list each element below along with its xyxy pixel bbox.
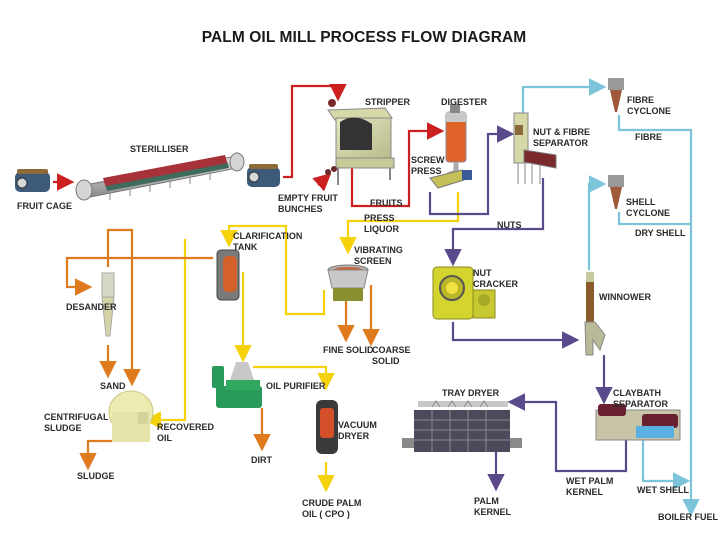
label-tray-dryer: TRAY DRYER [442,388,500,398]
label-coarse-solid: COARSE SOLID [372,345,411,366]
label-screw-press: SCREW PRESS [411,155,445,176]
steriliser-icon[interactable] [75,152,245,201]
label-fine-solid: FINE SOLID [323,345,374,355]
fruit-cage-out-icon [247,164,280,187]
vacuum-dryer-icon[interactable] [316,400,338,454]
label-fibre: FIBRE [635,132,662,142]
label-palm-kernel: PALM KERNEL [474,496,512,517]
flow-separator-nuts-to-cracker [444,178,545,267]
nut-cracker-icon[interactable] [432,266,496,320]
flow-shell-cyclone-out [617,212,691,226]
label-sand: SAND [100,381,126,391]
flow-centrifuge-to-sludge [79,439,112,471]
tray-dryer-icon[interactable] [402,400,522,452]
label-dry-shell: DRY SHELL [635,228,686,238]
centrifugal-sludge-icon[interactable] [108,390,154,442]
label-empty-fruit-bunches: EMPTY FRUIT BUNCHES [278,193,338,214]
label-nuts: NUTS [497,220,522,230]
flow-fibre-cyclone-out [617,115,700,517]
label-fruits: FRUITS [370,198,403,208]
label-vibrating-screen: VIBRATING SCREEN [354,245,403,266]
label-vacuum-dryer: VACUUM DRYER [338,420,377,441]
label-sludge: SLUDGE [77,471,115,481]
flow-steriliser-to-stripper [283,83,347,179]
label-steriliser: STERILLISER [130,144,189,154]
fibre-cyclone-icon[interactable] [608,78,624,112]
screw-press-icon[interactable] [429,169,472,189]
label-oil-purifier: OIL PURIFIER [266,381,326,391]
fibre-shell-flow-lines [521,78,700,517]
label-shell-cyclone: SHELL CYCLONE [626,197,671,218]
label-fibre-cyclone: FIBRE CYCLONE [627,95,672,116]
shell-cyclone-icon[interactable] [608,175,624,209]
flow-clarification-to-desander [65,256,213,296]
fruit-flow-lines [53,83,445,208]
label-winnower: WINNOWER [599,292,651,302]
liquor-flow-lines [143,192,460,493]
oil-purifier-icon[interactable] [212,362,262,408]
flow-press-liquor-to-vibrating-screen [339,192,460,255]
label-fruit-cage: FRUIT CAGE [17,201,72,211]
label-stripper: STRIPPER [365,97,411,107]
flow-press-to-nut-fibre-separator [428,125,515,216]
digester-icon[interactable] [445,104,467,178]
label-nut-cracker: NUT CRACKER [473,268,518,289]
sludge-flow-lines [65,228,380,471]
fruit-cage-icon[interactable] [15,169,50,192]
label-press-liquor: PRESS LIQUOR [364,213,399,234]
label-boiler-fuel: BOILER FUEL [658,512,718,522]
flow-recovered-oil [143,239,187,429]
label-claybath-separator: CLAYBATH SEPARATOR [613,388,669,409]
winnower-icon[interactable] [584,272,606,356]
flow-claybath-to-tray-dryer [507,393,628,473]
clarification-tank-icon[interactable] [216,249,240,301]
label-desander: DESANDER [66,302,117,312]
flow-stripper-fruits-to-digester [350,122,445,208]
stripper-icon[interactable] [325,99,395,185]
flow-vibrating-screen-to-clarification [220,224,326,316]
label-digester: DIGESTER [441,97,488,107]
desander-icon[interactable] [101,272,115,337]
label-centrifugal-sludge: CENTRIFUGAL SLUDGE [44,412,109,433]
flow-desander-top-loop [106,228,141,387]
claybath-separator-icon[interactable] [595,404,681,441]
label-nut-fibre-separator: NUT & FIBRE SEPARATOR [533,127,590,148]
label-crude-palm-oil: CRUDE PALM OIL ( CPO ) [302,498,362,519]
nut-fibre-separator-icon[interactable] [513,112,557,184]
flow-purifier-to-vacuum-dryer [253,365,335,391]
vibrating-screen-icon[interactable] [327,264,369,301]
flow-separator-to-fibre-cyclone [521,78,607,113]
flow-empty-bunches [312,173,332,192]
label-wet-shell: WET SHELL [637,485,689,495]
flow-cracker-to-winnower [451,322,580,349]
nut-flow-lines [428,125,628,492]
label-dirt: DIRT [251,455,272,465]
flow-claybath-wet-shell [641,438,691,490]
diagram-title: PALM OIL MILL PROCESS FLOW DIAGRAM [201,29,527,46]
flow-winnower-to-shell-cyclone [587,175,607,270]
label-recovered-oil: RECOVERED OIL [157,422,215,443]
label-clarification-tank: CLARIFICATION TANK [233,231,303,252]
label-wet-palm-kernel: WET PALM KERNEL [566,476,614,497]
